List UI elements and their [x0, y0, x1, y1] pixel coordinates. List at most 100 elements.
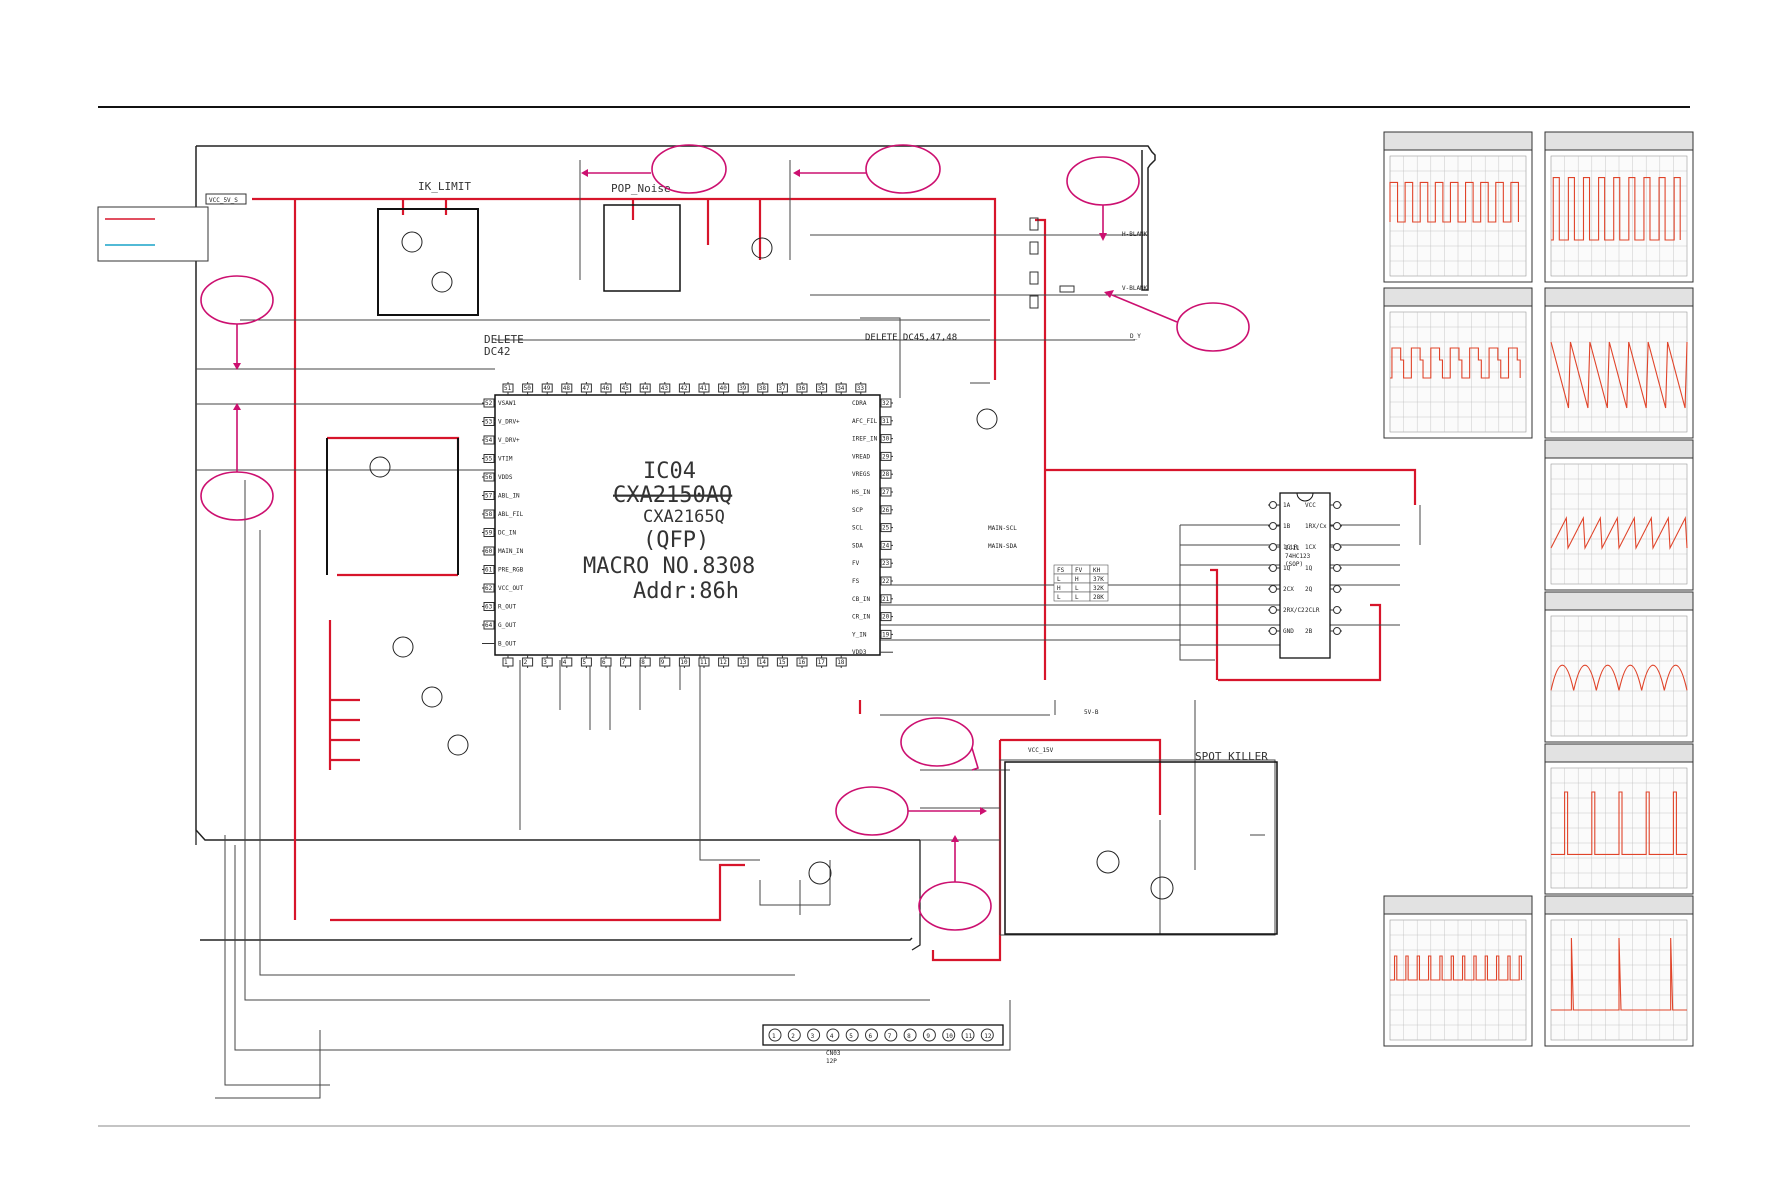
ic04-left-pin-number: 57	[485, 493, 493, 500]
ic04-left-pin-number: 54	[485, 437, 493, 444]
ic04-right-pin-label: Y_IN	[852, 631, 867, 638]
callout-9	[918, 881, 992, 931]
spot-killer-label: SPOT KILLER	[1195, 750, 1268, 763]
truth-table-cell: 28K	[1093, 594, 1104, 601]
ic04-top-pin-number: 39	[739, 385, 747, 392]
ic04-right-pin-label: AFC_FIL	[852, 418, 878, 425]
ic04-right-pin-number: 31	[882, 418, 890, 425]
truth-table-cell: H	[1057, 585, 1061, 592]
cn03-pin-number: 6	[869, 1033, 873, 1040]
ic04-left-pin-label: R_OUT	[498, 604, 516, 611]
ic04-right-pin-label: IREF_IN	[852, 436, 878, 443]
ic04-right-pin-label: CR_IN	[852, 614, 870, 621]
truth-table-cell: L	[1057, 576, 1061, 583]
ic04-top-pin-number: 35	[818, 385, 826, 392]
ic04-left-pin-label: ABL_FIL	[498, 511, 524, 518]
ic11-left-pin-label: 1A	[1283, 502, 1291, 509]
truth-table-cell: L	[1075, 594, 1079, 601]
ic04-right-pin-label: CDRA	[852, 400, 867, 407]
ic04-package: (QFP)	[643, 528, 709, 553]
truth-table-cell: 37K	[1093, 576, 1104, 583]
ic04-top-pin-number: 40	[720, 385, 728, 392]
ic04-right-pin-number: 19	[882, 631, 890, 638]
ic04-right-pin-label: HS_IN	[852, 489, 870, 496]
board-outline-top	[196, 145, 1156, 291]
ic04-right-pin-number: 28	[882, 471, 890, 478]
ic04-left-pin-number: 52	[485, 400, 493, 407]
ik-limit-block: IK_LIMIT	[377, 180, 479, 316]
ic04-bottom-pin-number: 12	[720, 659, 728, 666]
abl-block-outline	[326, 438, 459, 575]
truth-table-cell: L	[1057, 594, 1061, 601]
ic04-bottom-pin-number: 9	[661, 659, 665, 666]
ic04-bottom-pin-number: 2	[524, 659, 528, 666]
cn03-pin-number: 7	[888, 1033, 892, 1040]
ic04-right-pin-number: 23	[882, 560, 890, 567]
ic04-left-pin-label: V_DRV+	[498, 437, 520, 444]
truth-table-cell: FV	[1075, 567, 1083, 574]
ic04-left-pin-number: 60	[485, 548, 493, 555]
waveform-panel	[1544, 439, 1694, 591]
ic04-bottom-pin-number: 16	[798, 659, 806, 666]
waveform-panel	[1383, 895, 1533, 1047]
vcc5v-flag	[205, 193, 247, 205]
ic11-left-pin-label: 1B	[1283, 523, 1291, 530]
ic04-right-pin-label: CB_IN	[852, 596, 870, 603]
ic04-bottom-pin-number: 7	[622, 659, 626, 666]
main-scl-label: MAIN-SCL	[988, 525, 1017, 532]
callout-5	[1176, 302, 1250, 352]
pop-noise-label: POP_Noise	[611, 182, 671, 195]
ic04-top-pin-number: 48	[563, 385, 571, 392]
ic04-right-pin-label: VREGS	[852, 471, 870, 478]
cn03-pin-number: 12	[984, 1033, 992, 1040]
cn03-type: 12P	[826, 1058, 837, 1065]
ic04-right-pin-label: VDD3	[852, 649, 867, 656]
ic04-right-pin-number: 30	[882, 436, 890, 443]
truth-table-cell: 32K	[1093, 585, 1104, 592]
ic04-right-pin-number: 20	[882, 614, 890, 621]
ic04-bottom-pin-number: 4	[563, 659, 567, 666]
board-bottom-line	[200, 937, 913, 941]
ic04-right-pin-label: VREAD	[852, 453, 870, 460]
ic04-left-pin-label: VTIM	[498, 456, 513, 463]
ic04-left-pin-label: VSAW1	[498, 400, 516, 407]
ic11-right-pin-label: 2B	[1305, 628, 1313, 635]
cn03-pin-number: 1	[772, 1033, 776, 1040]
ic04-right-pin-label: FV	[852, 560, 860, 567]
ic04-top-pin-number: 33	[857, 385, 865, 392]
callout-7	[900, 717, 974, 767]
blank-diodes	[1029, 217, 1075, 309]
ic04-left-pin-label: B_OUT	[498, 641, 516, 648]
waveform-trace	[1550, 664, 1688, 691]
transistors	[369, 237, 998, 756]
ic04-left-pin-label: VCC_OUT	[498, 585, 524, 592]
delete-dc42-line2: DC42	[484, 345, 511, 358]
ic04-bottom-pin-number: 8	[641, 659, 645, 666]
ic04-left-pin-number: 56	[485, 474, 493, 481]
ic04-left-pin-label: PRE_RGB	[498, 567, 524, 574]
ic04-left-pin-label: DC_IN	[498, 530, 516, 537]
ic04-right-pin-label: SCL	[852, 525, 863, 532]
cn03-pin-number: 10	[946, 1033, 954, 1040]
truth-table-cell: FS	[1057, 567, 1065, 574]
ic04-top-pin-number: 38	[759, 385, 767, 392]
truth-table-cell: KH	[1093, 567, 1101, 574]
waveform-panels	[1383, 131, 1694, 1047]
callout-8	[835, 786, 909, 836]
ic04-right-pin-label: SCP	[852, 507, 863, 514]
wiring	[196, 160, 1421, 1099]
ic04-left-pin-label: ABL_IN	[498, 493, 520, 500]
ic04-right-pin-label: SDA	[852, 542, 863, 549]
callout-2	[865, 144, 941, 194]
board-outline-bottom	[195, 830, 921, 951]
ic04-top-pin-number: 41	[700, 385, 708, 392]
ic04-left-pin-number: 64	[485, 622, 493, 629]
vcc15v-label: VCC_15V	[1028, 747, 1054, 754]
